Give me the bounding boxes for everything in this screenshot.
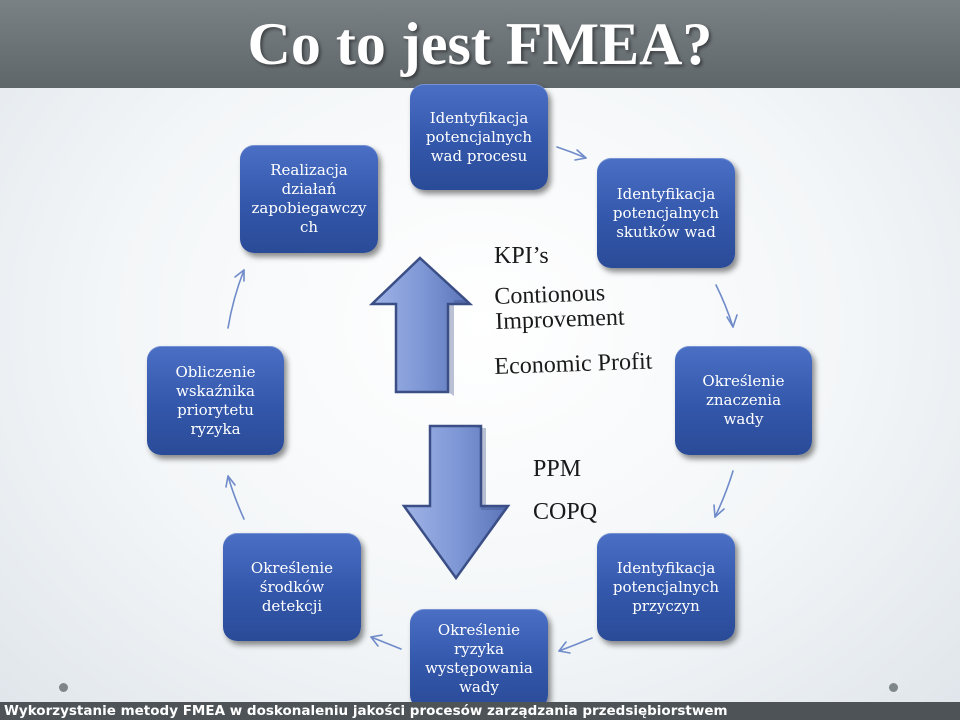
cycle-arrow-3 — [714, 470, 734, 518]
step-identify-causes: Identyfikacja potencjalnych przyczyn — [597, 533, 735, 641]
step-preventive-actions: Realizacja działań zapobiegawczy ch — [240, 145, 378, 253]
step-rpn: Obliczenie wskaźnika priorytetu ryzyka — [147, 346, 284, 455]
cycle-arrow-4-head — [558, 641, 571, 654]
step-label: Określenie znaczenia wady — [702, 372, 785, 428]
ppm-label: PPM — [533, 456, 582, 482]
footer-caption: Wykorzystanie metody FMEA w doskonaleniu… — [0, 702, 960, 720]
step-severity: Określenie znaczenia wady — [675, 346, 812, 455]
step-label: Określenie ryzyka występowania wady — [425, 621, 533, 696]
step-label: Realizacja działań zapobiegawczy ch — [251, 161, 367, 236]
cycle-arrow-4 — [558, 637, 593, 652]
cycle-arrow-2-head — [726, 314, 738, 328]
cycle-arrow-6 — [227, 475, 245, 520]
improvement-up-arrow — [368, 256, 474, 396]
cycle-arrow-6-head — [225, 475, 236, 488]
kpi-label: KPI’s — [494, 243, 549, 269]
step-detection: Określenie środków detekcji — [223, 533, 361, 641]
slide-title: Co to jest FMEA? — [247, 11, 713, 77]
cycle-arrow-1-head — [574, 149, 587, 161]
copq-label: COPQ — [533, 499, 598, 525]
step-identify-defects: Identyfikacja potencjalnych wad procesu — [410, 84, 548, 190]
step-identify-effects: Identyfikacja potencjalnych skutków wad — [597, 158, 735, 268]
cycle-arrow-2 — [715, 284, 734, 328]
step-occurrence: Określenie ryzyka występowania wady — [410, 609, 548, 709]
step-label: Identyfikacja potencjalnych skutków wad — [612, 184, 720, 241]
slide-dot-right — [889, 683, 898, 692]
continuous-improvement-label: Contionous Improvement — [493, 280, 625, 335]
cycle-arrow-5 — [370, 636, 402, 650]
cycle-arrow-1 — [556, 146, 587, 159]
step-label: Identyfikacja potencjalnych wad procesu — [425, 108, 533, 165]
cost-down-arrow — [401, 424, 511, 581]
cycle-arrow-5-head — [370, 634, 383, 647]
step-label: Określenie środków detekcji — [250, 558, 334, 615]
title-band — [0, 0, 960, 88]
step-label: Identyfikacja potencjalnych przyczyn — [612, 558, 720, 615]
slide-dot-left — [59, 683, 68, 692]
cycle-arrow-7-head — [234, 269, 245, 282]
step-label: Obliczenie wskaźnika priorytetu ryzyka — [175, 362, 256, 438]
cycle-arrow-3-head — [713, 504, 725, 518]
cycle-arrow-7 — [227, 269, 245, 329]
